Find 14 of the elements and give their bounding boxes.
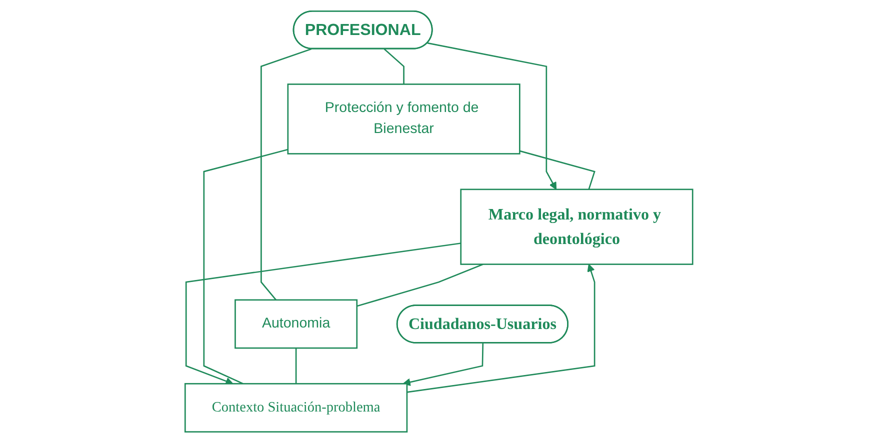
arrow — [406, 264, 595, 393]
connector — [202, 148, 288, 384]
node-box: Contexto Situación-problema — [184, 383, 408, 433]
arrow — [402, 343, 484, 386]
arrow — [427, 42, 556, 190]
node-box: Marco legal, normativo y deontológico — [460, 188, 693, 265]
connector — [356, 264, 484, 307]
arrow — [185, 242, 461, 385]
node-box: Protección y fomento de Bienestar — [286, 84, 520, 154]
connector — [383, 48, 404, 84]
connector — [295, 348, 296, 384]
node-box: Autonomia — [234, 299, 358, 349]
connector — [260, 48, 312, 300]
connector — [519, 150, 596, 190]
